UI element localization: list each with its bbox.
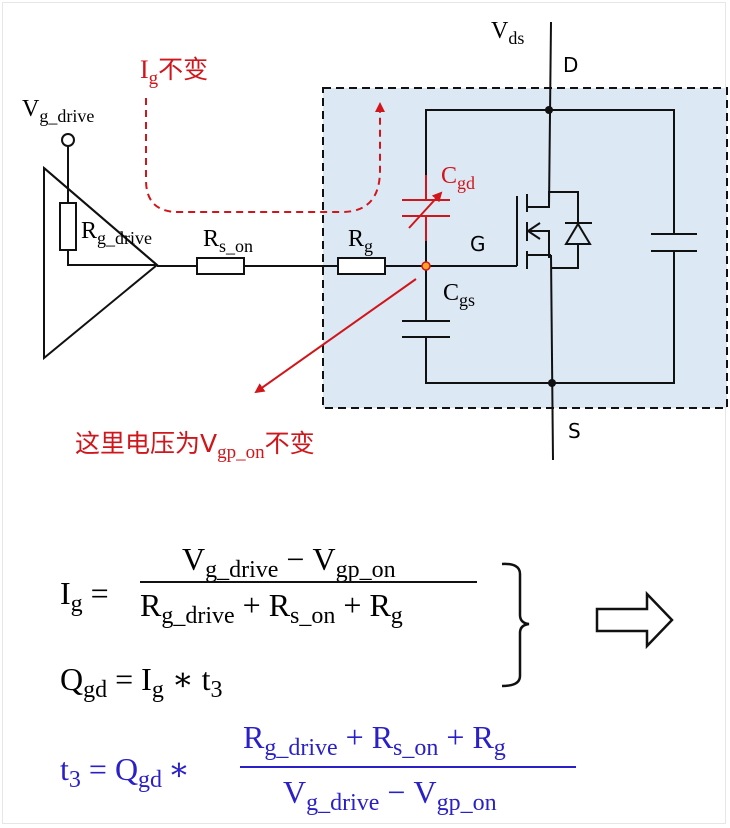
vds-label: Vds [491, 18, 524, 48]
svg-text:t3=Qgd∗: t3=Qgd∗ [60, 751, 190, 793]
vdrive-terminal [61, 133, 75, 147]
resistor-rg-drive [59, 202, 77, 251]
rg-label: Rg [348, 226, 373, 256]
svg-text:Vg_drive−Vgp_on: Vg_drive−Vgp_on [283, 774, 497, 816]
formula-gate-charge: Qgd=Ig∗t3 [60, 661, 222, 703]
resistor-rs-on [196, 257, 245, 275]
drain-label: D [563, 53, 578, 77]
right-brace-icon [501, 562, 530, 688]
node-voltage-pointer-arrow [254, 278, 417, 394]
rs-on-label: Rs_on [203, 226, 253, 256]
vdrive-label: Vg_drive [22, 96, 94, 126]
junction-dot [545, 106, 553, 114]
rg-drive-label: Rg_drive [81, 218, 152, 248]
gate-label: G [470, 232, 486, 256]
formula-gate-current: Ig= Vg_drive−Vgp_on Rg_drive+Rs_on+Rg [60, 541, 477, 629]
svg-text:Ig=: Ig= [60, 575, 109, 617]
cgd-label: Cgd [441, 163, 475, 193]
mosfet-symbol [526, 191, 579, 461]
svg-text:Rg_drive+Rs_on+Rg: Rg_drive+Rs_on+Rg [140, 587, 403, 629]
source-label: S [568, 419, 581, 443]
drain-wire [548, 21, 552, 208]
implies-arrow-icon [595, 590, 674, 650]
svg-text:Rg_drive+Rs_on+Rg: Rg_drive+Rs_on+Rg [243, 719, 506, 761]
body-diode-icon [564, 222, 592, 245]
resistor-rg [337, 257, 386, 275]
gate-current-path-arrow [145, 98, 385, 213]
svg-text:Qgd=Ig∗t3: Qgd=Ig∗t3 [60, 661, 222, 703]
wire [67, 250, 157, 266]
gate-node-dot [421, 261, 431, 271]
gate-current-constant-note: Ig不变 [140, 55, 208, 89]
node-voltage-constant-note: 这里电压为Vgp_on不变 [75, 429, 315, 463]
variable-capacitor-arrow-icon [408, 191, 443, 229]
driver-buffer-symbol [43, 165, 159, 361]
mosfet-module-box [322, 87, 728, 409]
driver-edge [43, 167, 158, 266]
svg-text:Vg_drive−Vgp_on: Vg_drive−Vgp_on [182, 541, 396, 583]
cgs-label: Cgs [443, 280, 475, 310]
formula-t3: t3=Qgd∗ Rg_drive+Rs_on+Rg Vg_drive−Vgp_o… [60, 719, 576, 816]
junction-dot [548, 379, 556, 387]
